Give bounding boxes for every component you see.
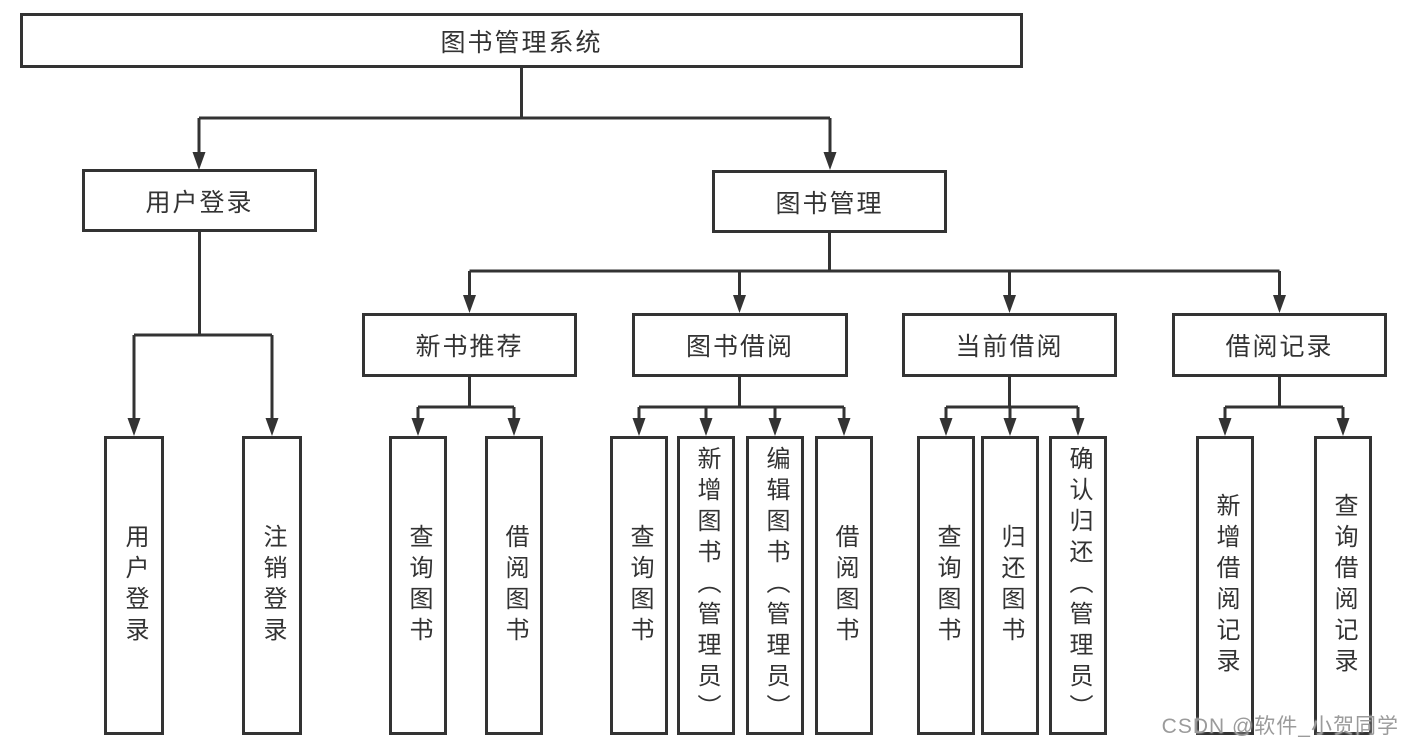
leaf-recommend-borrow-books: 借阅图书	[485, 436, 543, 735]
node-borrowing-records: 借阅记录	[1172, 313, 1387, 377]
leaf-user-login: 用户登录	[104, 436, 164, 735]
leaf-borrow-add-books-admin: 新增图书（管理员）	[677, 436, 735, 735]
leaf-current-confirm-return-admin: 确认归还（管理员）	[1049, 436, 1107, 735]
node-book-borrowing: 图书借阅	[632, 313, 848, 377]
node-user-login: 用户登录	[82, 169, 317, 232]
leaf-logout-login: 注销登录	[242, 436, 302, 735]
node-current-borrowing: 当前借阅	[902, 313, 1117, 377]
leaf-borrow-query-books: 查询图书	[610, 436, 668, 735]
leaf-current-return-books: 归还图书	[981, 436, 1039, 735]
node-library-system: 图书管理系统	[20, 13, 1023, 68]
leaf-current-query-books: 查询图书	[917, 436, 975, 735]
node-book-management: 图书管理	[712, 170, 947, 233]
leaf-recommend-query-books: 查询图书	[389, 436, 447, 735]
node-new-book-recommendation: 新书推荐	[362, 313, 577, 377]
leaf-records-add-borrow-record: 新增借阅记录	[1196, 436, 1254, 735]
leaf-borrow-borrow-books: 借阅图书	[815, 436, 873, 735]
leaf-records-query-borrow-record: 查询借阅记录	[1314, 436, 1372, 735]
leaf-borrow-edit-books-admin: 编辑图书（管理员）	[746, 436, 804, 735]
csdn-watermark: CSDN @软件_小贺同学	[1161, 715, 1399, 738]
